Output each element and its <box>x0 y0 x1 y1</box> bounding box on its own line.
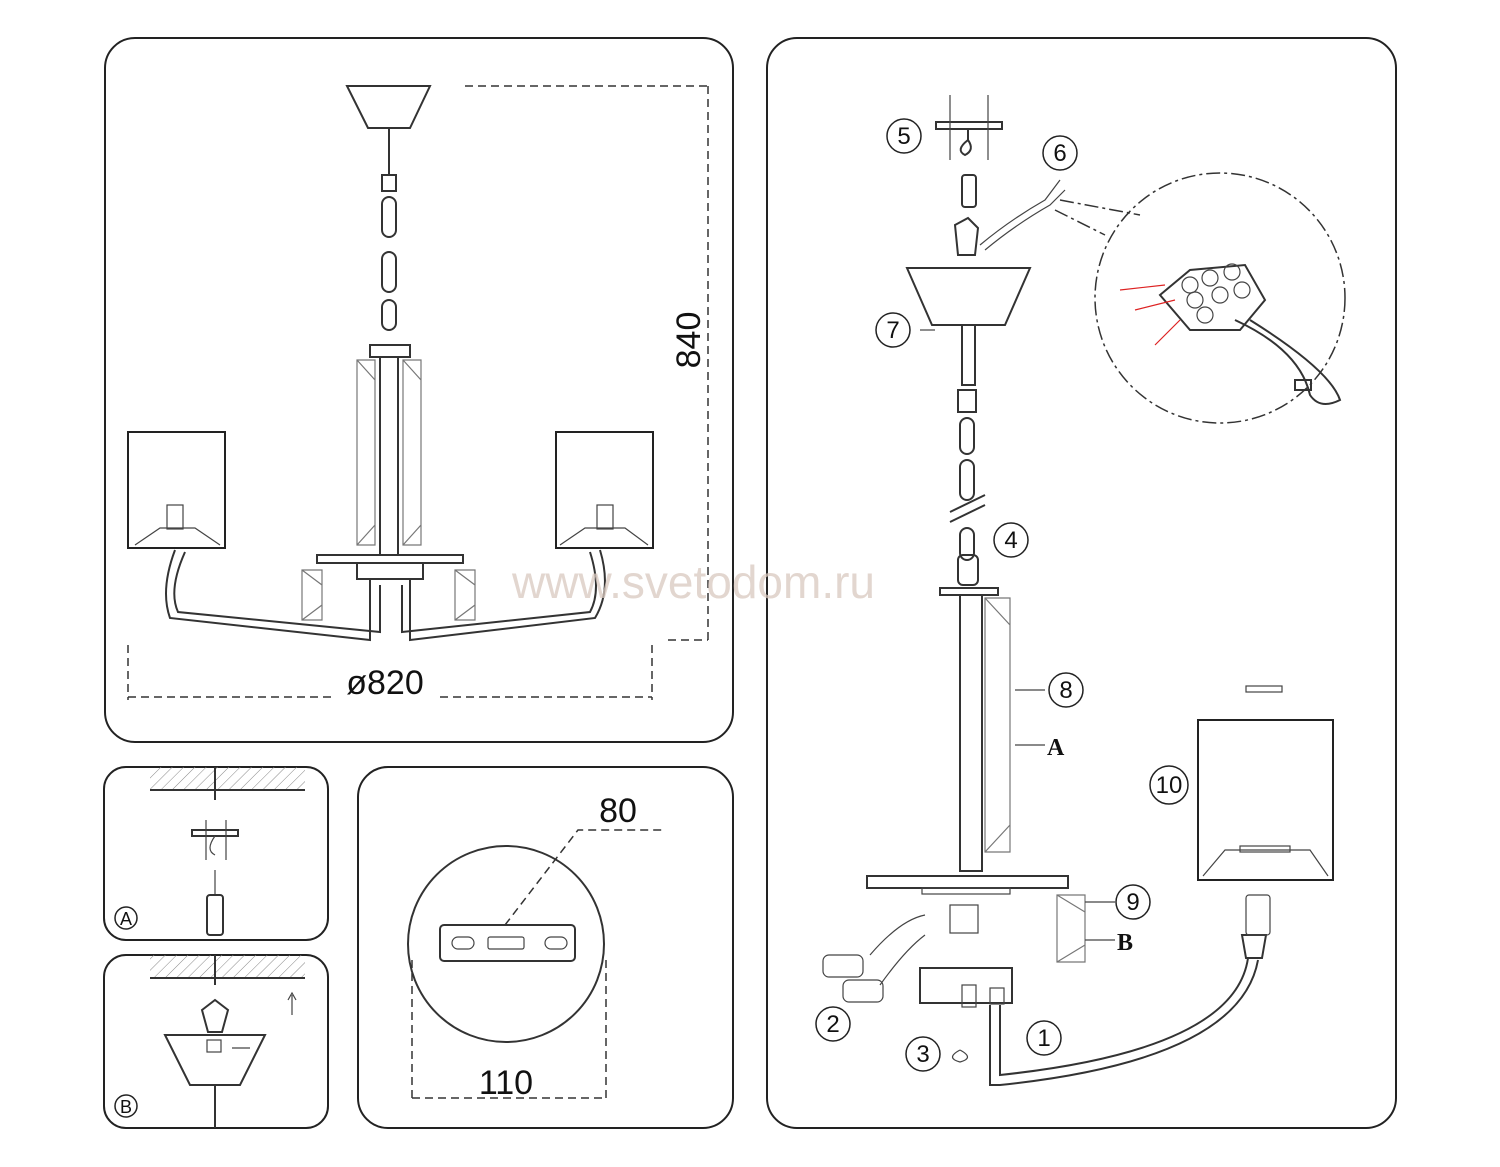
svg-text:2: 2 <box>826 1011 839 1038</box>
callout-6: 6 <box>1042 135 1078 171</box>
lamp-shade-right <box>555 431 654 549</box>
svg-text:10: 10 <box>1156 772 1183 799</box>
callout-8: 8 <box>1048 672 1084 708</box>
wiring-detail-circle <box>1094 172 1346 424</box>
part-a-label: A <box>1047 735 1065 761</box>
svg-text:7: 7 <box>886 317 899 344</box>
callout-2: 2 <box>815 1006 851 1042</box>
overview-panel: 840 ø820 <box>104 37 734 743</box>
canopy-base <box>407 845 605 1043</box>
assembly-panel: 1 2 3 4 5 6 7 8 9 10 A B <box>766 37 1397 1129</box>
svg-text:8: 8 <box>1059 677 1072 704</box>
svg-text:9: 9 <box>1126 889 1139 916</box>
svg-text:6: 6 <box>1053 140 1066 167</box>
callout-7: 7 <box>875 312 911 348</box>
callout-4: 4 <box>993 522 1029 558</box>
connector <box>822 954 864 978</box>
svg-text:4: 4 <box>1004 527 1017 554</box>
junction-box <box>919 967 1013 1004</box>
diameter-dimension: ø820 <box>346 664 424 702</box>
lamp-shade-left <box>127 431 226 549</box>
screwdriver-icon <box>206 894 224 936</box>
plate-dimension: 80 <box>599 792 637 830</box>
canopy <box>345 85 432 129</box>
chain-link <box>381 196 397 238</box>
height-dimension: 840 <box>670 312 708 369</box>
step-a-label: A <box>120 909 132 929</box>
base-diameter-dimension: 110 <box>479 1064 533 1102</box>
step-b-panel: B <box>103 954 329 1129</box>
rod <box>961 324 976 386</box>
part-b-label: B <box>1117 930 1133 956</box>
svg-text:3: 3 <box>916 1041 929 1068</box>
screwdriver-icon <box>961 174 977 208</box>
center-column <box>959 594 983 872</box>
step-b-label: B <box>120 1097 132 1117</box>
callout-9: 9 <box>1115 884 1151 920</box>
canopy <box>163 1034 267 1086</box>
terminal-block <box>1119 263 1342 405</box>
canopy <box>905 267 1032 326</box>
crystal-a <box>984 597 1011 853</box>
canopy-detail-panel: 80 110 <box>357 766 734 1129</box>
step-a-panel: A <box>103 766 329 941</box>
lamp-shade <box>1197 719 1334 881</box>
watermark: www.svetodom.ru <box>511 556 875 608</box>
crystal-b <box>1056 894 1086 963</box>
callout-10: 10 <box>1149 765 1189 805</box>
callout-1: 1 <box>1026 1020 1062 1056</box>
callout-3: 3 <box>905 1036 941 1072</box>
svg-text:1: 1 <box>1037 1025 1050 1052</box>
callout-5: 5 <box>886 118 922 154</box>
svg-text:5: 5 <box>897 123 910 150</box>
mounting-plate <box>439 924 576 962</box>
